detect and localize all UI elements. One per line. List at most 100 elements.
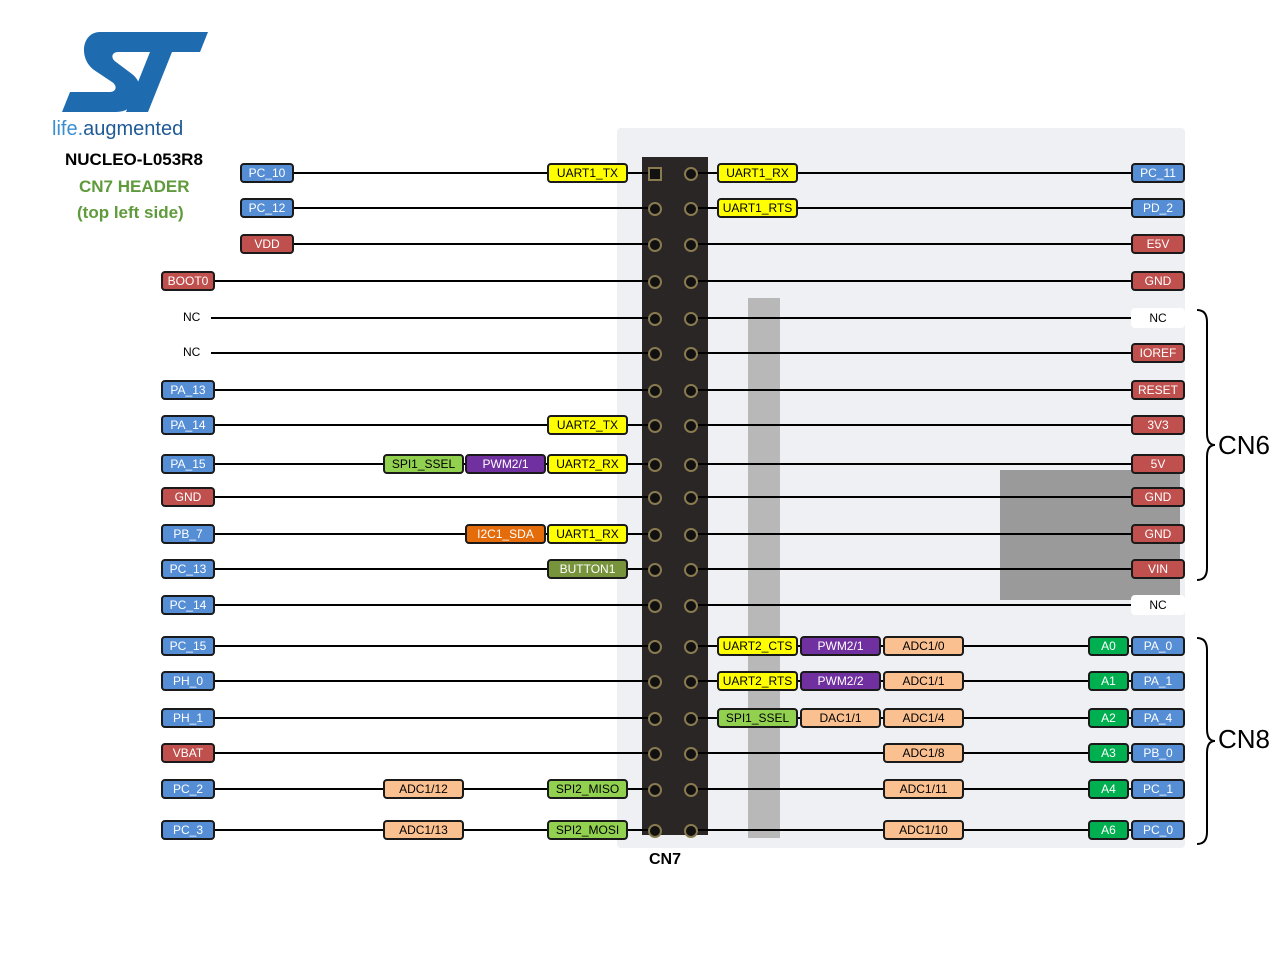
right-function-label: ADC1/1 (883, 671, 964, 691)
wire-left (290, 243, 655, 245)
right-function-label: PWM2/1 (800, 636, 881, 656)
right-function-label: PWM2/2 (800, 671, 881, 691)
right-function-label: SPI1_SSEL (717, 708, 798, 728)
tagline-life: life. (52, 118, 84, 140)
left-pin-label: VBAT (161, 743, 215, 763)
header-pin-odd (648, 599, 662, 613)
header-pin-odd (648, 491, 662, 505)
header-pin-odd (648, 202, 662, 216)
left-function-label: UART2_TX (547, 415, 628, 435)
left-pin-label: PC_13 (161, 559, 215, 579)
arduino-pin-label: A2 (1088, 708, 1129, 728)
wire-left (211, 496, 655, 498)
right-function-label: ADC1/4 (883, 708, 964, 728)
left-function-label: SPI2_MISO (547, 779, 628, 799)
logo-tagline: life.augmented (52, 118, 183, 141)
cn6-label: CN6 (1218, 430, 1271, 460)
left-function-label: I2C1_SDA (465, 524, 546, 544)
header-pin-even (684, 384, 698, 398)
right-pin-label: VIN (1131, 559, 1185, 579)
wire-left (211, 280, 655, 282)
wire-right (690, 424, 1131, 426)
right-pin-label: PC_11 (1131, 163, 1185, 183)
wire-left (211, 424, 655, 426)
right-pin-label: PB_0 (1131, 743, 1185, 763)
left-pin-label: PH_0 (161, 671, 215, 691)
left-function-label: UART1_RX (547, 524, 628, 544)
wire-left (211, 352, 655, 354)
right-pin-label: PC_0 (1131, 820, 1185, 840)
left-function-label: PWM2/1 (465, 454, 546, 474)
header-pin-odd (648, 563, 662, 577)
header-pin-even (684, 458, 698, 472)
arduino-pin-label: A4 (1088, 779, 1129, 799)
left-pin-label: PC_10 (240, 163, 294, 183)
header-pin-even (684, 712, 698, 726)
header-pin-odd (648, 747, 662, 761)
arduino-pin-label: A6 (1088, 820, 1129, 840)
right-function-label: ADC1/8 (883, 743, 964, 763)
right-pin-label: GND (1131, 524, 1185, 544)
right-function-label: UART2_CTS (717, 636, 798, 656)
left-pin-label: NC (179, 345, 205, 359)
right-function-label: UART1_RX (717, 163, 798, 183)
left-pin-label: PC_12 (240, 198, 294, 218)
header-pin-odd (648, 528, 662, 542)
left-pin-label: PA_13 (161, 380, 215, 400)
left-function-label: UART2_RX (547, 454, 628, 474)
right-function-label: UART1_RTS (717, 198, 798, 218)
right-pin-label: PD_2 (1131, 198, 1185, 218)
wire-left (290, 207, 655, 209)
left-pin-label: PC_15 (161, 636, 215, 656)
header-pin-odd (648, 458, 662, 472)
header-name: CN7 HEADER (79, 177, 190, 196)
right-pin-label: NC (1131, 308, 1185, 328)
header-pin-odd (648, 238, 662, 252)
tagline-augmented: augmented (83, 118, 184, 140)
left-pin-label: PA_14 (161, 415, 215, 435)
header-pin-even (684, 675, 698, 689)
left-pin-label: NC (179, 310, 205, 324)
header-pin-odd (648, 419, 662, 433)
header-pin-even (684, 312, 698, 326)
wire-right (690, 568, 1131, 570)
header-pin-even (684, 419, 698, 433)
left-function-label: ADC1/13 (383, 820, 464, 840)
cn8-label: CN8 (1218, 724, 1271, 754)
cn7-label: CN7 (649, 851, 682, 868)
wire-right (690, 352, 1131, 354)
wire-left (211, 389, 655, 391)
wire-right (690, 496, 1131, 498)
left-function-label: SPI1_SSEL (383, 454, 464, 474)
wire-right (690, 172, 1131, 174)
right-function-label: ADC1/11 (883, 779, 964, 799)
wire-right (690, 604, 1131, 606)
right-function-label: DAC1/1 (800, 708, 881, 728)
header-pin-odd (648, 824, 662, 838)
board-name: NUCLEO-L053R8 (65, 150, 203, 169)
header-pin-odd (648, 675, 662, 689)
left-function-label: BUTTON1 (547, 559, 628, 579)
header-pin-odd (648, 712, 662, 726)
header-pin-odd (648, 783, 662, 797)
right-pin-label: E5V (1131, 234, 1185, 254)
header-pin-even (684, 275, 698, 289)
right-pin-label: 3V3 (1131, 415, 1185, 435)
left-pin-label: PC_2 (161, 779, 215, 799)
wire-left (211, 752, 655, 754)
wire-left (211, 604, 655, 606)
header-pin-even (684, 747, 698, 761)
header-pin-even (684, 783, 698, 797)
right-pin-label: PC_1 (1131, 779, 1185, 799)
right-pin-label: PA_0 (1131, 636, 1185, 656)
left-pin-label: PC_3 (161, 820, 215, 840)
header-pin-odd (648, 167, 662, 181)
left-function-label: SPI2_MOSI (547, 820, 628, 840)
left-function-label: ADC1/12 (383, 779, 464, 799)
wire-left (211, 568, 655, 570)
right-pin-label: 5V (1131, 454, 1185, 474)
arduino-pin-label: A0 (1088, 636, 1129, 656)
header-pin-even (684, 202, 698, 216)
header-pin-even (684, 347, 698, 361)
left-pin-label: GND (161, 487, 215, 507)
